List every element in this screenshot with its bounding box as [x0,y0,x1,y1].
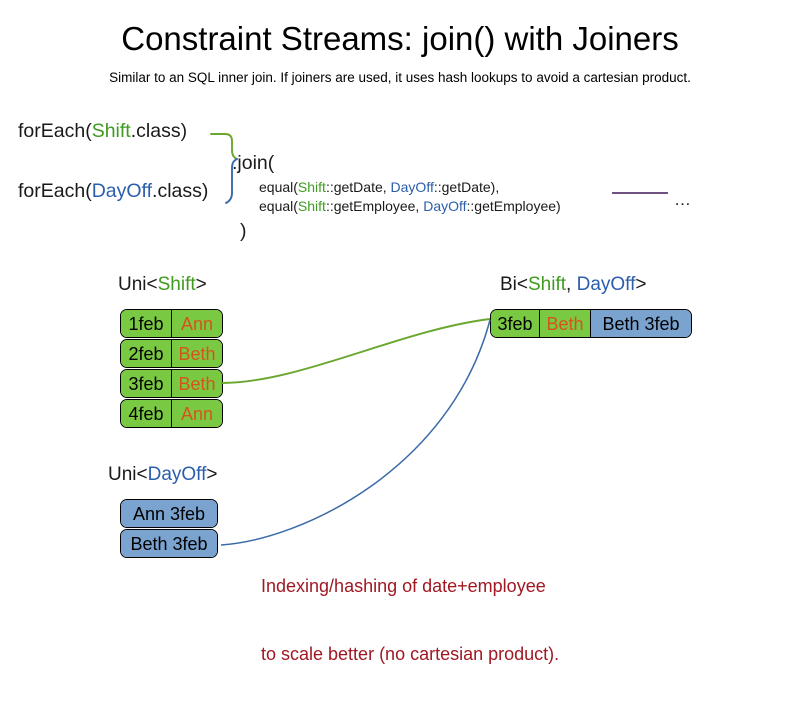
slide-canvas: Constraint Streams: join() with Joiners … [18,20,692,664]
bi-employee-cell: Beth [539,310,590,337]
bi-header-right-type: DayOff [576,274,636,295]
page-subtitle: Similar to an SQL inner join. If joiners… [109,70,691,85]
table-row[interactable]: Beth 3feb [120,529,218,558]
uni-shift-header-suffix: > [195,274,207,295]
foreach-dayoff-suffix: .class) [152,180,209,202]
page-title: Constraint Streams: join() with Joiners [121,20,679,57]
annotation-note: Indexing/hashing of date+employee to sca… [261,529,559,712]
shift-employee-cell: Beth [171,340,222,367]
code-line-join-open: .join( [232,152,275,174]
code-line-joiner-date: equal(Shift::getDate, DayOff::getDate), [259,179,499,195]
bi-date-cell: 3feb [491,310,539,337]
joiner-employee-left-method: ::getEmployee, [325,198,424,214]
foreach-shift-prefix: forEach( [18,120,92,142]
joiner-date-right-type: DayOff [390,179,434,195]
table-row[interactable]: 3feb Beth Beth 3feb [490,309,692,338]
shift-date-cell: 1feb [121,310,171,337]
joiner-employee-right-method: ::getEmployee) [466,198,561,214]
bi-header-suffix: > [635,274,647,295]
dayoff-value-cell: Beth 3feb [121,530,217,557]
code-line-foreach-shift: forEach(Shift.class) [18,120,187,143]
joiner-date-left-method: ::getDate, [325,179,391,195]
bi-header-prefix: Bi< [500,274,528,295]
table-row[interactable]: Ann 3feb [120,499,218,528]
bi-header-left-type: Shift [528,274,567,295]
table-row[interactable]: 3feb Beth [120,369,223,398]
uni-shift-header-prefix: Uni< [118,274,158,295]
code-line-joiner-employee: equal(Shift::getEmployee, DayOff::getEmp… [259,198,561,214]
joiner-employee-right-type: DayOff [423,198,467,214]
foreach-shift-suffix: .class) [130,120,188,142]
code-line-join-close: ) [240,220,247,242]
uni-shift-header: Uni<Shift> [118,274,207,296]
shift-employee-cell: Beth [171,370,222,397]
bi-joined-header: Bi<Shift, DayOff> [500,274,646,296]
joiner-date-left-type: Shift [297,179,326,195]
code-line-foreach-dayoff: forEach(DayOff.class) [18,180,208,203]
shift-date-cell: 4feb [121,400,171,427]
connector-shift-to-bi [220,318,491,384]
uni-dayoff-header: Uni<DayOff> [108,464,218,486]
joiner-date-right-method: ::getDate), [433,179,500,195]
uni-shift-header-type: Shift [157,274,196,295]
code-ellipsis: … [674,190,691,209]
bi-dayoff-cell: Beth 3feb [590,310,691,337]
shift-date-cell: 3feb [121,370,171,397]
annotation-line-2: to scale better (no cartesian product). [261,644,560,665]
shift-employee-cell: Ann [171,400,222,427]
shift-date-cell: 2feb [121,340,171,367]
joiner-date-prefix: equal( [259,179,298,195]
foreach-dayoff-type: DayOff [91,180,153,202]
bi-header-separator: , [566,274,577,295]
annotation-line-1: Indexing/hashing of date+employee [261,575,546,596]
connector-dayoff-to-bi [220,319,491,546]
table-row[interactable]: 1feb Ann [120,309,223,338]
joiner-employee-left-type: Shift [297,198,326,214]
table-row[interactable]: 2feb Beth [120,339,223,368]
shift-employee-cell: Ann [171,310,222,337]
dayoff-value-cell: Ann 3feb [121,500,217,527]
foreach-dayoff-prefix: forEach( [18,180,92,202]
foreach-shift-type: Shift [91,120,131,142]
uni-dayoff-header-suffix: > [206,464,218,485]
table-row[interactable]: 4feb Ann [120,399,223,428]
joiner-employee-prefix: equal( [259,198,298,214]
uni-dayoff-header-type: DayOff [147,464,207,485]
uni-dayoff-header-prefix: Uni< [108,464,148,485]
